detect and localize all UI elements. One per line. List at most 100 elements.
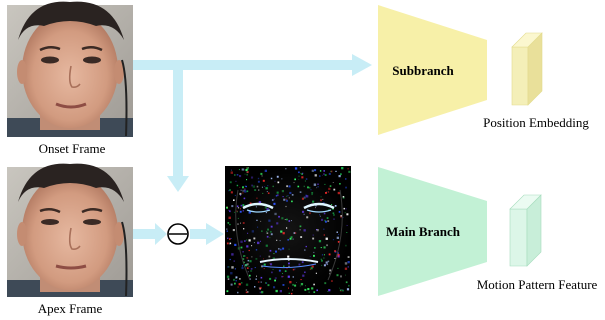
motion-speckle [249, 202, 252, 205]
motion-speckle [275, 289, 278, 293]
motion-speckle [309, 256, 311, 257]
motion-speckle [265, 212, 267, 214]
arrowhead-subbranch [352, 54, 372, 76]
motion-speckle [348, 170, 351, 173]
motion-speckle [336, 236, 339, 239]
motion-speckle [244, 240, 246, 242]
motion-speckle [317, 183, 319, 185]
motion-speckle [329, 272, 331, 275]
motion-speckle [347, 261, 350, 264]
motion-speckle [324, 219, 326, 222]
motion-speckle [237, 291, 239, 294]
motion-speckle [262, 179, 265, 182]
motion-speckle [245, 289, 248, 291]
motion-speckle [276, 175, 279, 178]
motion-speckle [243, 197, 246, 200]
motion-speckle [245, 283, 249, 286]
motion-speckle [323, 170, 325, 172]
motion-speckle [231, 205, 234, 208]
motion-speckle [246, 263, 249, 266]
motion-speckle [227, 206, 228, 208]
motion-speckle [273, 202, 276, 205]
motion-speckle [276, 239, 278, 241]
motion-speckle [268, 255, 271, 258]
motion-speckle [321, 174, 323, 176]
motion-speckle [311, 169, 314, 172]
motion-speckle [279, 248, 282, 251]
motion-speckle [229, 181, 232, 184]
motion-speckle [266, 207, 269, 211]
motion-speckle [227, 266, 229, 268]
motion-speckle [340, 173, 342, 176]
motion-speckle [324, 174, 327, 176]
motion-speckle [300, 172, 302, 175]
motion-speckle [325, 220, 327, 223]
motion-speckle [273, 286, 276, 289]
motion-speckle [330, 170, 333, 173]
motion-speckle [339, 183, 341, 185]
motion-speckle [227, 222, 230, 224]
motion-speckle [292, 283, 294, 286]
arrowhead-apex [155, 223, 167, 245]
motion-speckle [287, 195, 289, 197]
motion-speckle [305, 178, 308, 180]
arrowhead-motion [206, 223, 224, 245]
motion-speckle [229, 242, 232, 245]
motion-speckle [294, 167, 298, 170]
motion-pattern-feature-cube [509, 194, 542, 267]
motion-speckle [281, 275, 283, 278]
motion-speckle [273, 198, 275, 200]
motion-speckle [260, 220, 262, 222]
motion-speckle [269, 237, 271, 239]
motion-speckle [328, 289, 331, 292]
motion-speckle [259, 291, 262, 294]
motion-speckle [288, 248, 290, 250]
motion-speckle [236, 184, 239, 187]
motion-speckle [245, 185, 247, 188]
motion-speckle [235, 280, 237, 282]
motion-speckle [266, 232, 269, 234]
motion-speckle [337, 267, 339, 269]
motion-speckle [230, 238, 232, 239]
motion-speckle [263, 258, 265, 260]
motion-speckle [340, 290, 342, 292]
motion-speckle [293, 182, 295, 184]
motion-speckle [314, 174, 317, 177]
motion-speckle [235, 276, 238, 279]
motion-speckle [342, 289, 344, 292]
motion-speckle [226, 206, 228, 209]
motion-speckle [266, 191, 268, 193]
motion-speckle [301, 197, 304, 200]
motion-speckle [259, 255, 261, 257]
motion-speckle [255, 249, 258, 251]
motion-speckle [228, 209, 230, 211]
motion-speckle [328, 253, 331, 256]
motion-speckle [242, 210, 244, 212]
motion-speckle [275, 195, 278, 197]
motion-speckle [303, 213, 305, 215]
motion-speckle [310, 189, 312, 191]
motion-speckle [255, 258, 258, 260]
motion-speckle [299, 167, 301, 169]
motion-speckle [238, 169, 240, 171]
motion-speckle [243, 255, 245, 257]
motion-speckle [233, 278, 235, 281]
motion-speckle [289, 237, 292, 240]
motion-speckle [321, 218, 324, 221]
motion-speckle [277, 181, 280, 184]
motion-speckle [265, 282, 267, 284]
motion-speckle [294, 178, 296, 181]
motion-speckle [300, 283, 304, 286]
motion-speckle [240, 204, 243, 207]
motion-speckle [233, 260, 235, 262]
motion-speckle [251, 176, 254, 179]
motion-speckle [315, 207, 316, 209]
motion-speckle [235, 278, 237, 279]
motion-speckle [289, 281, 292, 284]
motion-speckle [258, 189, 260, 191]
motion-speckle [282, 273, 283, 274]
motion-speckle [302, 172, 304, 174]
motion-speckle [339, 289, 342, 291]
motion-speckle [326, 191, 328, 193]
motion-speckle [229, 258, 231, 261]
